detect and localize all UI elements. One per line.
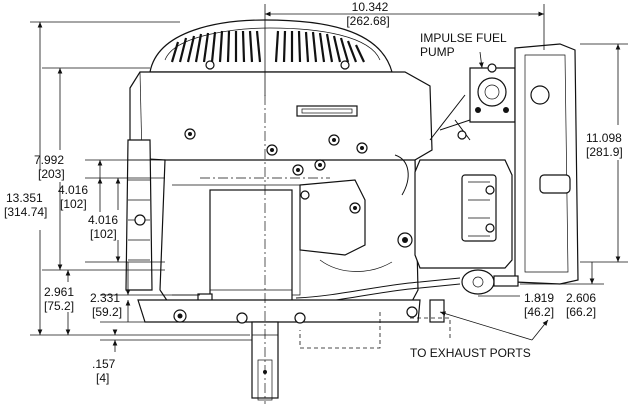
cooling-slots bbox=[170, 30, 365, 63]
dim-exhaust-a-mm: [46.2] bbox=[524, 305, 554, 319]
fuel-tank bbox=[514, 43, 579, 285]
dim-upper-height-mm: [203] bbox=[38, 167, 65, 181]
dim-upper-height-in: 7.992 bbox=[34, 153, 64, 167]
engine-outline bbox=[125, 19, 579, 404]
dim-top-width-in: 10.342 bbox=[352, 0, 389, 14]
mounting-flange bbox=[137, 299, 421, 323]
muffler-body bbox=[209, 189, 293, 311]
dim-lower-mid-mm: [59.2] bbox=[92, 305, 122, 319]
dim-right-height-mm: [281.9] bbox=[586, 145, 623, 159]
dimension-text: 10.342 [262.68] IMPULSE FUEL PUMP 13.351… bbox=[4, 0, 623, 385]
dim-right-height-in: 11.098 bbox=[586, 131, 622, 145]
dim-shaft-offset-in: .157 bbox=[92, 357, 116, 371]
dim-exhaust-b-mm: [66.2] bbox=[566, 305, 596, 319]
dim-mid-b-mm: [102] bbox=[90, 227, 117, 241]
dim-overall-height-in: 13.351 bbox=[6, 191, 43, 205]
dim-exhaust-a-in: 1.819 bbox=[524, 291, 554, 305]
dim-lower-mid-in: 2.331 bbox=[90, 291, 120, 305]
dim-mid-b-in: 4.016 bbox=[88, 213, 118, 227]
name-plate bbox=[296, 105, 358, 117]
dim-mid-a-in: 4.016 bbox=[58, 183, 88, 197]
fuel-line bbox=[295, 277, 461, 299]
label-fuel-pump-2: PUMP bbox=[420, 45, 455, 59]
dim-shaft-offset-mm: [4] bbox=[96, 371, 109, 385]
dim-top-width-mm: [262.68] bbox=[346, 14, 389, 28]
label-fuel-pump-1: IMPULSE FUEL bbox=[420, 31, 507, 45]
dim-lower-left-mm: [75.2] bbox=[44, 299, 74, 313]
label-exhaust-ports: TO EXHAUST PORTS bbox=[410, 346, 531, 360]
dimension-lines bbox=[30, 4, 628, 352]
dim-lower-left-in: 2.961 bbox=[44, 285, 74, 299]
dim-mid-a-mm: [102] bbox=[60, 197, 87, 211]
dim-exhaust-b-in: 2.606 bbox=[566, 291, 596, 305]
dim-overall-height-mm: [314.74] bbox=[4, 205, 47, 219]
